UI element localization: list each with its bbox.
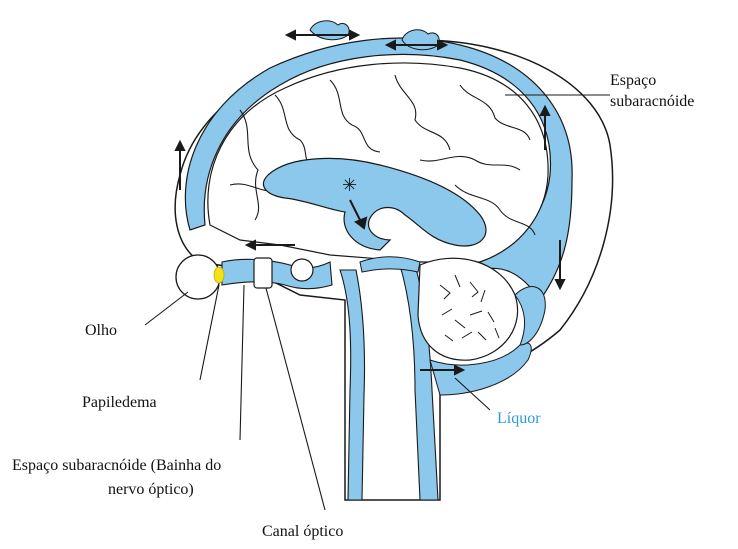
pituitary-bulb <box>291 259 313 281</box>
label-papiledema: Papiledema <box>82 392 157 413</box>
label-canal-optico: Canal óptico <box>262 521 343 542</box>
label-espaco-line2: subaracnóide <box>610 91 694 112</box>
brainstem-csf <box>340 270 365 500</box>
label-olho: Olho <box>85 320 117 341</box>
eyeball <box>176 255 220 299</box>
arachnoid-granulation-left <box>310 21 349 40</box>
choroid-plexus-star: ✳ <box>342 175 357 196</box>
label-bainha-line2: nervo óptico) <box>108 479 194 500</box>
label-liquor: Líquor <box>497 408 541 429</box>
optic-canal-ring <box>254 258 272 288</box>
label-espaco-line1: Espaço <box>610 70 656 91</box>
papilledema-spot <box>214 267 224 283</box>
label-bainha-line1: Espaço subaracnóide (Bainha do <box>12 455 221 476</box>
